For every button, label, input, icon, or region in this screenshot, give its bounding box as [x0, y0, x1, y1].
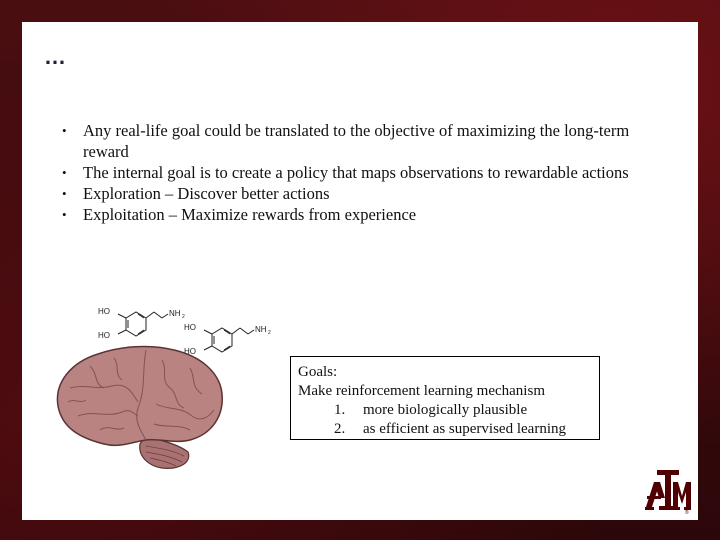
hydroxyl-label: HO [98, 331, 110, 340]
bullet-text: Exploitation – Maximize rewards from exp… [83, 205, 417, 224]
bullet-item: • Exploitation – Maximize rewards from ex… [62, 204, 652, 225]
bullet-item: • The internal goal is to create a policy… [62, 162, 652, 183]
bullet-text: The internal goal is to create a policy … [83, 163, 629, 182]
university-logo-icon: ® [645, 470, 691, 514]
hydroxyl-label: HO [98, 307, 110, 316]
goals-list: 1. more biologically plausible 2. as effic… [298, 401, 592, 439]
goals-intro: Make reinforcement learning mechanism [298, 383, 545, 399]
bullet-list: • Any real-life goal could be translated … [62, 120, 652, 225]
goal-text: as efficient as supervised learning [363, 421, 566, 437]
bullet-text: Exploration – Discover better actions [83, 184, 330, 203]
amine-label: NH [169, 309, 181, 318]
amine-subscript: 2 [268, 330, 271, 336]
goal-number: 2. [334, 421, 346, 437]
goals-box: Goals: Make reinforcement learning mecha… [290, 356, 600, 440]
hydroxyl-label: HO [184, 347, 196, 356]
hydroxyl-label: HO [184, 323, 196, 332]
bullet-glyph: • [62, 186, 67, 201]
bullet-glyph: • [62, 165, 67, 180]
amine-subscript: 2 [182, 314, 185, 320]
amine-label: NH [255, 325, 267, 334]
goal-number: 1. [334, 402, 346, 418]
bullet-glyph: • [62, 207, 67, 222]
goals-list-item: 2. as efficient as supervised learning [298, 420, 592, 439]
brain-illustration-icon [56, 345, 223, 469]
goal-text: more biologically plausible [363, 402, 528, 418]
goals-heading: Goals: [298, 364, 338, 380]
registered-mark: ® [685, 509, 689, 514]
slide: … • Any real-life goal could be translate… [22, 22, 698, 520]
bullet-glyph: • [62, 123, 67, 138]
dopamine-molecule-icon: HO HO NH 2 [184, 323, 271, 356]
dopamine-molecule-icon: HO HO NH 2 [98, 307, 185, 340]
bullet-text: Any real-life goal could be translated t… [83, 121, 630, 161]
bullet-item: • Exploration – Discover better actions [62, 183, 652, 204]
bullet-item: • Any real-life goal could be translated … [62, 120, 652, 162]
slide-title: … [44, 44, 67, 69]
goals-list-item: 1. more biologically plausible [298, 401, 592, 420]
